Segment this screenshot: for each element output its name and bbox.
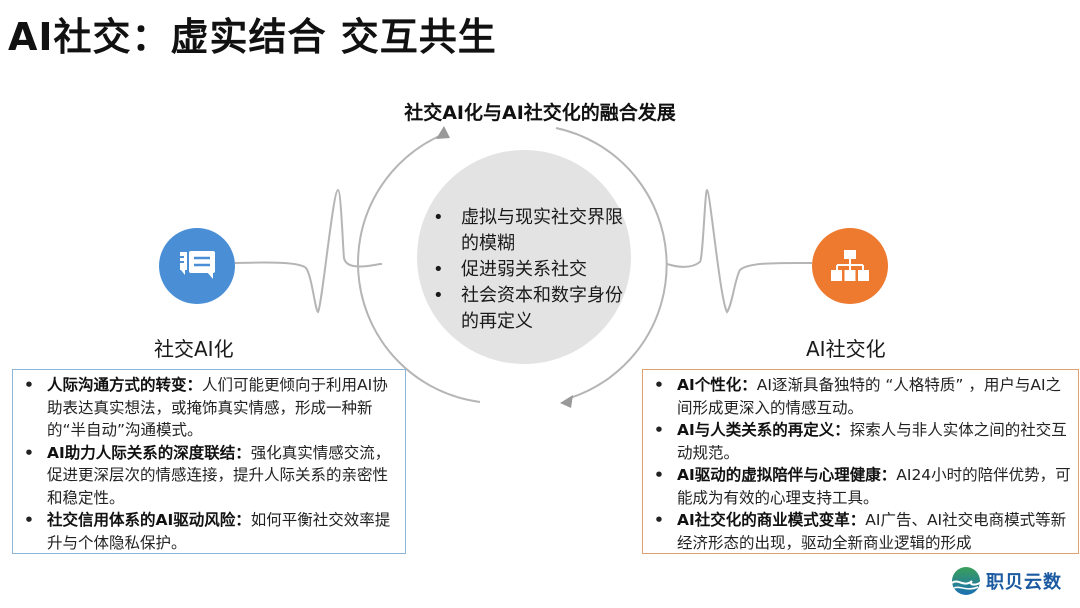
arrow-head-top-icon — [436, 126, 450, 139]
arrow-head-bottom-icon — [560, 395, 573, 408]
wave-globe-logo-icon — [951, 567, 982, 595]
social-ai-card: AI个性化：AI逐渐具备独特的 “人格特质” ，用户与AI之间形成更深入的情感互… — [642, 369, 1079, 554]
social-ai-label: AI社交化 — [806, 337, 886, 361]
point-item: AI助力人际关系的深度联结：强化真实情感交流，促进更深层次的情感连接，提升人际关… — [21, 442, 397, 510]
point-heading: AI助力人际关系的深度联结： — [47, 443, 251, 462]
pulse-line-right — [666, 188, 813, 314]
pulse-line-left — [234, 188, 382, 314]
center-item: 虚拟与现实社交界限的模糊 — [429, 205, 629, 257]
point-item: 人际沟通方式的转变：人们可能更倾向于利用AI协助表达真实想法，或掩饰真实情感，形… — [21, 374, 397, 442]
point-item: AI社交化的商业模式变革：AI广告、AI社交电商模式等新经济形态的出现，驱动全新… — [651, 509, 1072, 554]
center-item: 社会资本和数字身份的再定义 — [429, 283, 629, 335]
center-item: 促进弱关系社交 — [429, 257, 629, 283]
ring-arc-right — [555, 127, 668, 399]
point-heading: AI与人类关系的再定义： — [677, 421, 850, 439]
chat-bubbles-icon — [179, 251, 215, 279]
point-heading: 人际沟通方式的转变： — [47, 376, 203, 394]
center-list: 虚拟与现实社交界限的模糊 促进弱关系社交 社会资本和数字身份的再定义 — [429, 205, 629, 335]
brand-name: 职贝云数 — [986, 572, 1062, 593]
point-text: 探索人与非人实体之间的社交互动规范。 — [677, 421, 1067, 462]
point-heading: AI社交化的商业模式变革： — [677, 511, 866, 529]
point-text: 如何平衡社交效率提升与个体隐私保护。 — [47, 511, 391, 552]
point-text: AI广告、AI社交电商模式等新经济形态的出现，驱动全新商业逻辑的形成 — [677, 511, 1067, 552]
ai-socialization-card: 人际沟通方式的转变：人们可能更倾向于利用AI协助表达真实想法，或掩饰真实情感，形… — [12, 369, 406, 554]
point-text: AI逐渐具备独特的 “人格特质” ，用户与AI之间形成更深入的情感互动。 — [677, 376, 1062, 417]
point-item: 社交信用体系的AI驱动风险：如何平衡社交效率提升与个体隐私保护。 — [21, 509, 397, 554]
ai-socialization-label: 社交AI化 — [154, 337, 234, 361]
point-heading: 社交信用体系的AI驱动风险： — [47, 511, 251, 529]
diagram-title: 社交AI化与AI社交化的融合发展 — [404, 102, 676, 124]
social-ai-node — [812, 228, 888, 304]
point-heading: AI个性化： — [677, 376, 757, 394]
point-heading: AI驱动的虚拟陪伴与心理健康： — [677, 466, 897, 484]
point-item: AI与人类关系的再定义：探索人与非人实体之间的社交互动规范。 — [651, 419, 1072, 464]
ai-socialization-node — [159, 228, 235, 304]
point-text: 人们可能更倾向于利用AI协助表达真实想法，或掩饰真实情感，形成一种新的“半自动”… — [47, 376, 388, 439]
point-item: AI驱动的虚拟陪伴与心理健康：AI24小时的陪伴优势，可能成为有效的心理支持工具… — [651, 464, 1072, 509]
page-title: AI社交：虚实结合 交互共生 — [8, 15, 497, 59]
hierarchy-org-chart-icon — [831, 250, 869, 281]
point-text: AI24小时的陪伴优势，可能成为有效的心理支持工具。 — [677, 466, 1071, 507]
point-item: AI个性化：AI逐渐具备独特的 “人格特质” ，用户与AI之间形成更深入的情感互… — [651, 374, 1072, 419]
ring-arc-left — [357, 133, 481, 403]
point-text: 强化真实情感交流，促进更深层次的情感连接，提升人际关系的亲密性和稳定性。 — [47, 443, 391, 507]
brand-logo: 职贝云数 — [950, 566, 1062, 596]
